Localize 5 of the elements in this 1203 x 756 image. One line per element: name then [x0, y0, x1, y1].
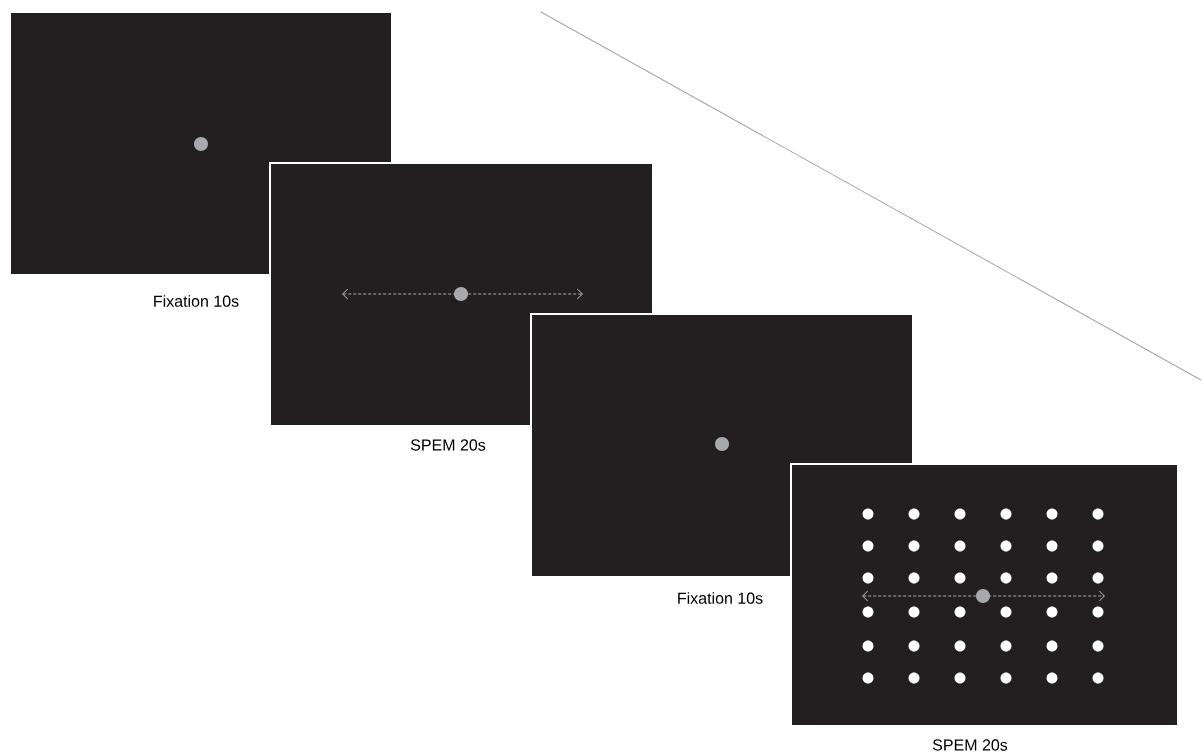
- node-label: SPEM 20s: [932, 739, 1008, 751]
- screen: [790, 463, 1179, 727]
- node-label: Fixation 10s: [678, 592, 763, 604]
- node-label: SPEM 20s: [410, 439, 486, 451]
- node-label: Fixation 10s: [154, 295, 239, 307]
